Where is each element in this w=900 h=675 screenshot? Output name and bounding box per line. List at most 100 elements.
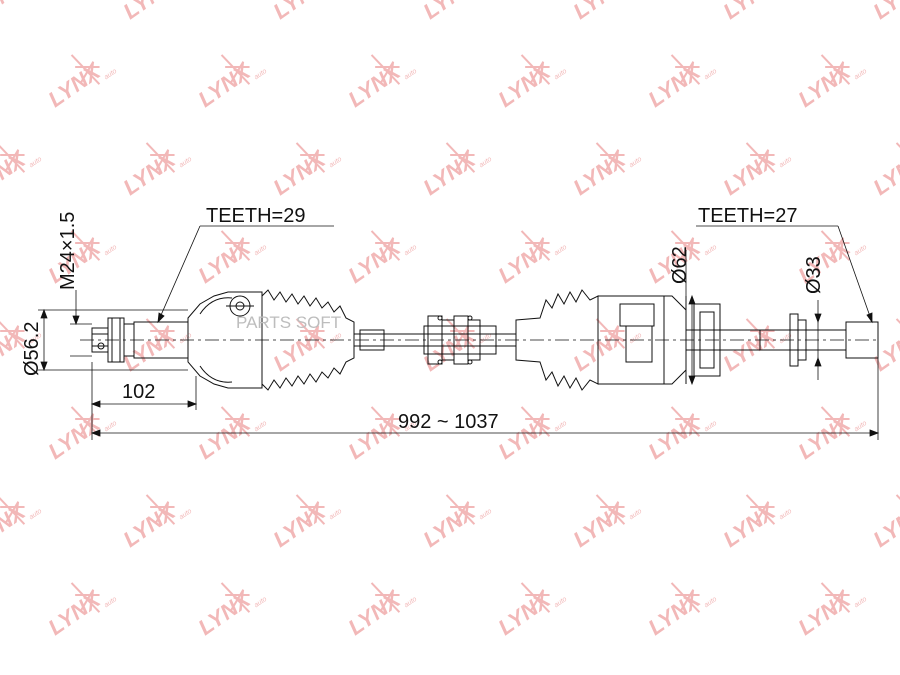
watermark-x-mark xyxy=(0,142,26,173)
watermark-sub-text: auto xyxy=(778,508,793,522)
watermark-sub-text: auto xyxy=(328,332,343,346)
watermark-x-mark xyxy=(445,494,476,525)
watermark-x-mark xyxy=(70,406,101,437)
watermark-x-mark xyxy=(520,54,551,85)
watermark-x-mark xyxy=(370,582,401,613)
watermark-x-mark xyxy=(220,582,251,613)
watermark-sub-text: auto xyxy=(703,68,718,82)
watermark-sub-text: auto xyxy=(853,420,868,434)
watermark-x-mark xyxy=(370,406,401,437)
watermark-sub-text: auto xyxy=(103,596,118,610)
watermark-sub-text: auto xyxy=(178,156,193,170)
watermark-x-mark xyxy=(220,406,251,437)
watermark-brand-text: LYNX xyxy=(0,0,31,24)
watermark-x-mark xyxy=(670,54,701,85)
dimensions xyxy=(38,225,880,440)
watermark-x-mark xyxy=(520,230,551,261)
diameter-cv-label: Ø62 xyxy=(669,246,691,284)
watermark-sub-text: auto xyxy=(553,68,568,82)
watermark-sub-text: auto xyxy=(403,68,418,82)
watermark-sub-text: auto xyxy=(628,156,643,170)
watermark-sub-text: auto xyxy=(253,244,268,258)
watermark-sub-text: auto xyxy=(553,244,568,258)
watermark-sub-text: auto xyxy=(853,68,868,82)
axle-assembly xyxy=(80,289,880,391)
length-left-label: 102 xyxy=(122,381,155,403)
watermark-x-mark xyxy=(820,406,851,437)
watermark-sub-text: auto xyxy=(403,596,418,610)
watermark-x-mark xyxy=(70,54,101,85)
watermark-sub-text: auto xyxy=(478,508,493,522)
watermark-x-mark xyxy=(520,406,551,437)
watermark-x-mark xyxy=(295,142,326,173)
diameter-left-label: Ø56.2 xyxy=(21,322,43,376)
watermark-sub-text: auto xyxy=(178,508,193,522)
watermark-x-mark xyxy=(595,142,626,173)
damper xyxy=(423,315,497,365)
watermark-x-mark xyxy=(670,406,701,437)
watermark-sub-text: auto xyxy=(178,332,193,346)
overlay-watermark-text: PARTS SOFT xyxy=(236,313,341,332)
watermark-x-mark xyxy=(295,318,326,349)
watermark-brand-text: LYNX xyxy=(869,0,900,24)
watermark-sub-text: auto xyxy=(253,596,268,610)
watermark-x-mark xyxy=(295,494,326,525)
watermark-sub-text: auto xyxy=(853,596,868,610)
watermark-x-mark xyxy=(820,230,851,261)
length-total-label: 992 ~ 1037 xyxy=(398,411,499,433)
watermark-sub-text: auto xyxy=(553,420,568,434)
watermark-sub-text: auto xyxy=(103,420,118,434)
watermark-sub-text: auto xyxy=(103,68,118,82)
watermark-sub-text: auto xyxy=(103,244,118,258)
watermark-x-mark xyxy=(145,494,176,525)
watermark-brand-text: LYNX xyxy=(119,0,181,24)
watermark-x-mark xyxy=(445,142,476,173)
outer-boot xyxy=(261,289,355,391)
watermark-sub-text: auto xyxy=(703,420,718,434)
watermark-x-mark xyxy=(595,494,626,525)
watermark-sub-text: auto xyxy=(28,156,43,170)
watermark-x-mark xyxy=(520,582,551,613)
watermark-x-mark xyxy=(370,230,401,261)
outer-cv-joint xyxy=(187,291,263,389)
watermark-sub-text: auto xyxy=(703,596,718,610)
watermark-sub-text: auto xyxy=(253,420,268,434)
watermark-x-mark xyxy=(145,318,176,349)
teeth-left-label: TEETH=29 xyxy=(206,205,305,227)
watermark-x-mark xyxy=(0,318,26,349)
diameter-shaft-label: Ø33 xyxy=(803,256,825,294)
watermark-x-mark xyxy=(820,582,851,613)
